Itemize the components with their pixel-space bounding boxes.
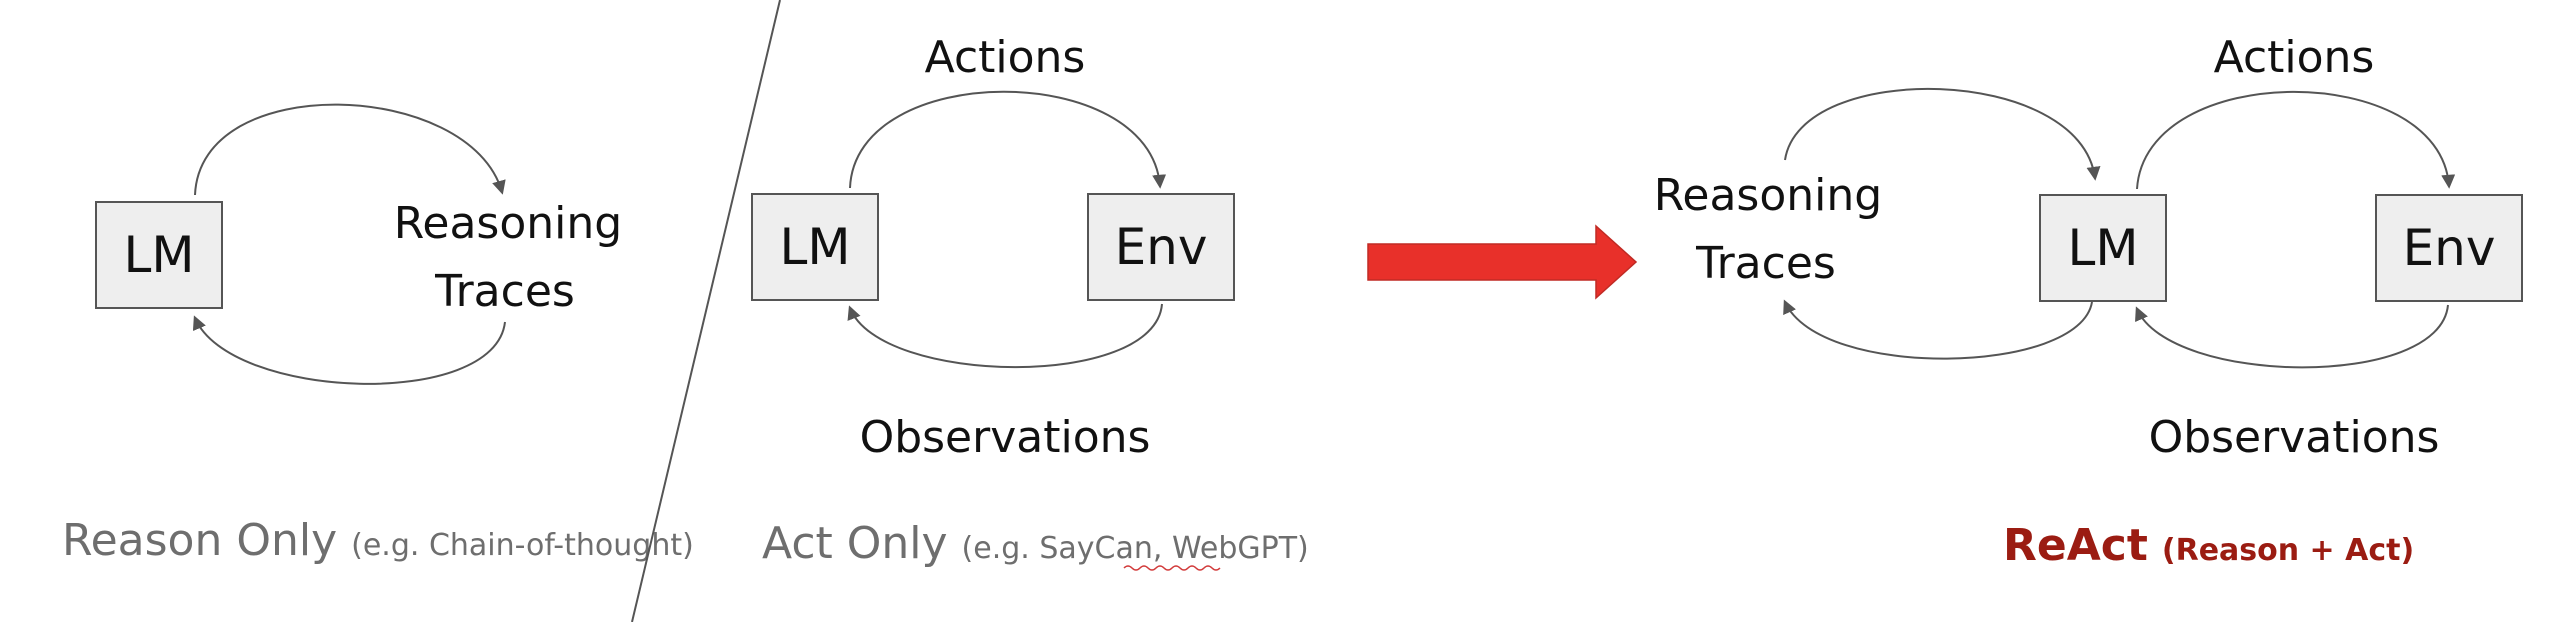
act-only-caption-sub-prefix: (e.g. SayCan,	[962, 531, 1172, 566]
reason-only-caption: Reason Only (e.g. Chain-of-thought)	[62, 515, 694, 566]
reason-only-top-arc	[194, 103, 506, 196]
react-caption-main: ReAct	[2003, 520, 2148, 571]
react-lm-box	[2039, 194, 2167, 302]
react-observations-label: Observations	[2149, 412, 2440, 463]
right-arrow-icon	[1367, 224, 1638, 300]
react-observations-arc	[2135, 304, 2449, 369]
react-reasoning-label-line2: Traces	[1695, 238, 1836, 289]
react-panel: Reasoning Traces Actions LM Env Observat…	[1654, 32, 2523, 571]
act-only-panel: Actions LM Env Observations Act Only (e.g…	[751, 32, 1309, 571]
react-reasoning-label-line1: Reasoning	[1654, 170, 1882, 221]
act-only-lm-label: LM	[780, 218, 851, 276]
act-only-lm-box	[751, 193, 879, 301]
act-only-observations-arc	[847, 303, 1163, 369]
act-only-actions-label: Actions	[925, 32, 1086, 83]
reason-only-reasoning-label-line1: Reasoning	[394, 198, 622, 249]
act-only-actions-arc	[849, 90, 1167, 189]
react-actions-label: Actions	[2214, 32, 2375, 83]
react-env-label: Env	[2403, 219, 2496, 277]
reason-only-caption-sub: (e.g. Chain-of-thought)	[351, 528, 694, 563]
act-only-env-box	[1087, 193, 1235, 301]
react-actions-arc	[2136, 90, 2456, 190]
react-reasoning-bottom-arc	[1783, 299, 2093, 360]
reason-only-caption-main: Reason Only	[62, 515, 337, 566]
act-only-caption-sub-link: WebGPT	[1172, 531, 1298, 566]
act-only-caption: Act Only (e.g. SayCan, WebGPT)	[762, 518, 1309, 569]
react-caption-sub: (Reason + Act)	[2162, 533, 2414, 568]
act-only-observations-label: Observations	[860, 412, 1151, 463]
react-caption: ReAct (Reason + Act)	[2003, 520, 2414, 571]
react-lm-label: LM	[2068, 219, 2139, 277]
react-reasoning-top-arc	[1784, 87, 2101, 181]
reason-only-lm-label: LM	[124, 226, 195, 284]
react-env-box	[2375, 194, 2523, 302]
reason-only-panel: LM Reasoning Traces Reason Only (e.g. Cha…	[62, 103, 694, 566]
act-only-caption-main: Act Only	[762, 518, 948, 569]
panel-divider	[631, 0, 781, 622]
spellcheck-underline	[1123, 565, 1221, 571]
reason-only-bottom-arc	[192, 315, 506, 385]
act-only-env-label: Env	[1115, 218, 1208, 276]
reason-only-lm-box	[95, 201, 223, 309]
reason-only-reasoning-label-line2: Traces	[434, 266, 575, 317]
act-only-caption-sub-suffix: )	[1297, 531, 1309, 566]
